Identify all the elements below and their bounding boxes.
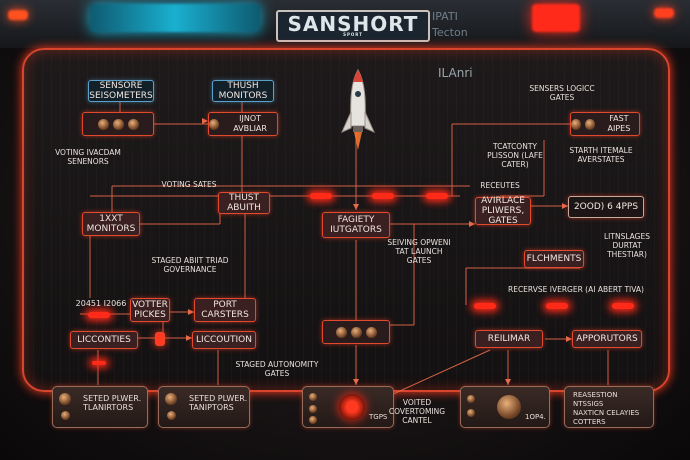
- ghost-text-screen: ILAnri: [438, 66, 473, 80]
- dial-knob-icon[interactable]: [497, 395, 521, 419]
- title-plate: SANSHORT SPORT: [276, 10, 430, 42]
- node-sensor-seismometers[interactable]: SENSORE SEISOMETERS: [88, 80, 154, 102]
- node-fagiety-iutgators[interactable]: FAGIETY IUTGATORS: [322, 212, 390, 238]
- led-4: [88, 312, 110, 318]
- node-apporutors[interactable]: APPORUTORS: [572, 330, 642, 348]
- led-3: [426, 193, 448, 199]
- panel-reasestion-line-4: COTTERS: [573, 418, 606, 426]
- label-sensers-logicc: SENSERS LOGICC GATES: [529, 84, 595, 102]
- node-toggle-switch[interactable]: [155, 332, 165, 346]
- label-staged-triad: STAGED ABIIT TRIAD GOVERNANCE: [151, 256, 229, 274]
- knob-icon[interactable]: [309, 393, 317, 401]
- node-thust-abuith[interactable]: THUST ABUITH: [218, 192, 270, 214]
- panel-seted-1: SETED PLWER. TLANIRTORS: [52, 386, 148, 428]
- knob-icon[interactable]: [59, 393, 71, 405]
- label-tcatconty: TCATCONTY PLISSON (LAFE CATER): [487, 142, 543, 169]
- node-fast-label: FAST AIPES: [607, 114, 631, 133]
- label-tgps: TGPS: [369, 413, 388, 421]
- knob-icon[interactable]: [309, 405, 317, 413]
- led-2: [372, 193, 394, 199]
- label-voited: VOITED COVERTOMING CANTEL: [388, 398, 446, 425]
- panel-seted-1-label: SETED PLWER. TLANIRTORS: [83, 394, 142, 412]
- app-subtitle: SPORT: [343, 32, 363, 37]
- panel-reasestion-line-2: NTSSIGS: [573, 400, 604, 408]
- led-5: [474, 303, 496, 309]
- right-indicator-light: [654, 8, 674, 18]
- label-iop4: 1OP4.: [525, 413, 546, 421]
- knob-icon[interactable]: [127, 118, 139, 130]
- led-8: [92, 361, 106, 365]
- knob-icon[interactable]: [97, 118, 109, 130]
- app-title: SANSHORT: [287, 12, 419, 36]
- panel-reasestion-line-3: NAXTICN CELAYIES: [573, 409, 640, 417]
- panel-seted-2: SETED PLWER. TANIPTORS: [158, 386, 250, 428]
- panel-center-control: TGPS: [302, 386, 394, 428]
- node-reilimar[interactable]: REILIMAR: [475, 330, 543, 348]
- ghost-text-tecton: Tecton: [432, 26, 468, 39]
- knob-icon[interactable]: [165, 393, 177, 405]
- red-warning-light: [532, 4, 580, 32]
- panel-seted-2-label: SETED PLWER. TANIPTORS: [189, 394, 248, 412]
- label-seiving: SEIVING OPWENI TAT LAUNCH GATES: [387, 238, 451, 265]
- knob-icon[interactable]: [61, 411, 70, 420]
- node-good-4pps[interactable]: 2OOD) 6 4PPS: [568, 196, 644, 218]
- panel-reasestion: REASESTION NTSSIGS NAXTICN CELAYIES COTT…: [564, 386, 654, 428]
- label-recervse: RECERVSE IVERGER (AI ABERT TIVA): [508, 285, 644, 294]
- knob-icon[interactable]: [571, 118, 581, 130]
- panel-dial: 1OP4.: [460, 386, 550, 428]
- label-voting-ivacdam: VOTING IVACDAM SENENORS: [55, 148, 121, 166]
- cyan-light-strip: [90, 4, 260, 32]
- left-indicator-light: [8, 10, 28, 20]
- node-liccoution[interactable]: LICCOUTION: [192, 331, 256, 349]
- label-receutes: RECEUTES: [480, 181, 520, 190]
- knob-icon[interactable]: [167, 411, 176, 420]
- label-staged-autonomity: STAGED AUTONOMITY GATES: [235, 360, 319, 378]
- node-flchments[interactable]: FLCHMENTS: [524, 250, 584, 268]
- node-licconties[interactable]: LICCONTIES: [70, 331, 138, 349]
- knob-icon[interactable]: [365, 326, 377, 338]
- knob-icon[interactable]: [350, 326, 362, 338]
- node-port-carsters[interactable]: PORT CARSTERS: [194, 298, 256, 322]
- knob-icon[interactable]: [467, 409, 475, 417]
- node-ijnot-avbliar[interactable]: IJNOT AVBLIAR: [208, 112, 278, 136]
- knob-icon[interactable]: [467, 395, 475, 403]
- knob-module-center[interactable]: [322, 320, 390, 344]
- led-1: [310, 193, 332, 199]
- knob-icon[interactable]: [309, 416, 317, 424]
- led-6: [546, 303, 568, 309]
- node-votter-pickes[interactable]: VOTTER PICKES: [130, 298, 170, 322]
- panel-reasestion-line-1: REASESTION: [573, 391, 618, 399]
- node-ijnot-label: IJNOT AVBLIAR: [233, 114, 267, 133]
- knob-icon[interactable]: [335, 326, 347, 338]
- label-voting-sates: VOTING SATES: [161, 180, 217, 189]
- knob-icon[interactable]: [209, 118, 220, 130]
- node-fast-aipes[interactable]: FAST AIPES: [570, 112, 640, 136]
- node-avirlace-pliwers[interactable]: AVIRLACE PLIWERS, GATES: [475, 196, 531, 226]
- node-ixt-monitors[interactable]: 1XXT MONITORS: [82, 212, 140, 236]
- knob-icon[interactable]: [112, 118, 124, 130]
- knob-module-left[interactable]: [82, 112, 154, 136]
- led-7: [612, 303, 634, 309]
- label-litnslages: LITNSLAGES DURTAT THESTIAR): [603, 232, 650, 259]
- red-button[interactable]: [339, 394, 365, 420]
- arrow-head: [202, 118, 208, 124]
- label-number: 20451 I2066: [75, 299, 127, 308]
- label-starth: STARTH ITEMALE AVERSTATES: [569, 146, 633, 164]
- rocket-icon: [341, 69, 375, 150]
- knob-icon[interactable]: [584, 118, 595, 130]
- ghost-text-ipati: IPATI: [432, 10, 458, 23]
- node-thush-monitors[interactable]: THUSH MONITORS: [212, 80, 274, 102]
